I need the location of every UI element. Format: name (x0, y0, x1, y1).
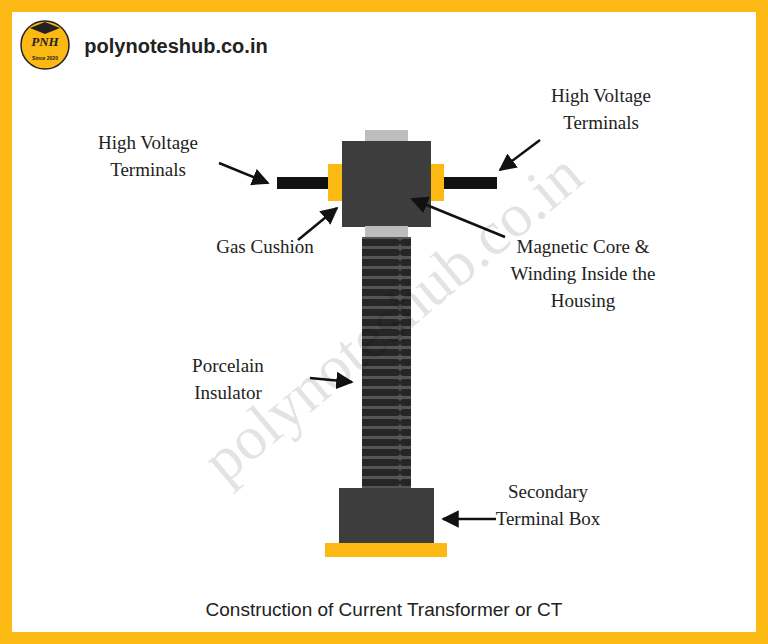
secondary-terminal-box (339, 488, 434, 544)
caption: Construction of Current Transformer or C… (84, 597, 684, 624)
logo-since: Since 2020 (25, 56, 65, 61)
site-name: polynoteshub.co.in (71, 32, 281, 60)
logo-cap (30, 22, 60, 34)
leader-lines (219, 140, 540, 519)
leader-arrow (412, 199, 505, 237)
part-label: Secondary Terminal Box (493, 479, 603, 533)
housing-neck (365, 226, 408, 237)
part-label: High Voltage Terminals (531, 83, 671, 137)
porcelain-insulator (362, 237, 411, 489)
leader-arrow (443, 518, 496, 521)
gas-cushion (328, 164, 343, 201)
logo-badge (21, 21, 69, 69)
base-plate (325, 543, 447, 557)
hv-terminal (277, 177, 329, 189)
watermark: polynoteshub.co.in (135, 94, 650, 540)
part-label: Porcelain Insulator (168, 353, 288, 407)
gas-cushion (429, 164, 444, 201)
core-housing (342, 141, 431, 227)
page-panel (12, 12, 756, 632)
part-label: High Voltage Terminals (78, 130, 218, 184)
leader-arrow (310, 378, 352, 382)
leader-arrow (500, 140, 540, 170)
hv-terminal (443, 177, 497, 189)
part-label: Magnetic Core & Winding Inside the Housi… (492, 234, 674, 315)
logo-initials: PNH (23, 35, 67, 48)
part-label: Gas Cushion (210, 234, 320, 261)
leader-arrow (219, 163, 268, 183)
housing-cap (365, 130, 408, 142)
leader-arrow (298, 208, 337, 240)
